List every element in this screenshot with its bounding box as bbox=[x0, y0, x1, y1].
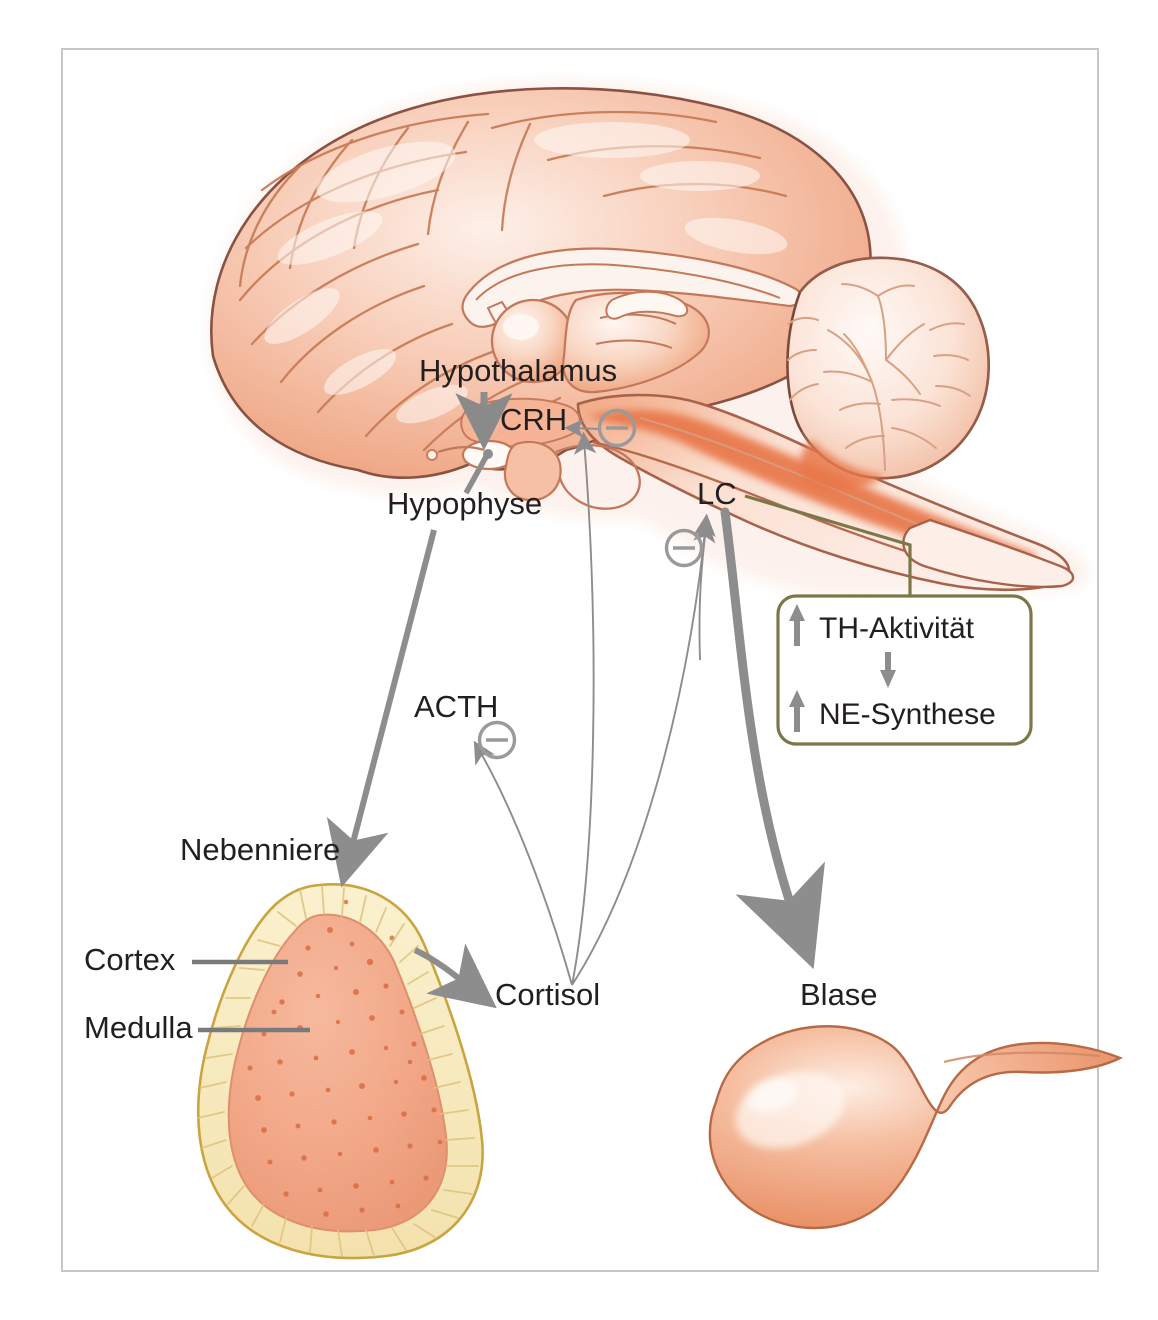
bladder-illustration bbox=[708, 1025, 1123, 1230]
up-arrow-icon-ne bbox=[789, 690, 805, 732]
arrow-acth bbox=[326, 529, 437, 888]
arrow-cortisol-secretion bbox=[413, 943, 497, 1009]
cerebrum-highlights bbox=[264, 122, 788, 424]
up-arrow-icon-th bbox=[789, 604, 805, 646]
label-hypothalamus: Hypothalamus bbox=[419, 353, 618, 388]
feedback-cortisol-crh bbox=[571, 431, 597, 986]
callout-box bbox=[776, 594, 1033, 746]
label-hypophyse: Hypophyse bbox=[387, 486, 543, 521]
label-cortex: Cortex bbox=[84, 942, 176, 977]
arbor-vitae bbox=[787, 283, 971, 471]
label-cortisol: Cortisol bbox=[495, 977, 601, 1012]
label-lc: LC bbox=[697, 476, 737, 511]
pointer-hypophyse bbox=[463, 453, 490, 495]
callout-ne-synthese: NE-Synthese bbox=[819, 698, 996, 731]
label-nebenniere: Nebenniere bbox=[180, 832, 341, 867]
brain-illustration bbox=[208, 80, 1089, 597]
minus-circle-icon-lc[interactable] bbox=[664, 528, 704, 568]
inhibitory-feedback-lines bbox=[473, 418, 716, 986]
feedback-crh-stub bbox=[564, 418, 602, 438]
adrenal-gland-illustration bbox=[196, 883, 484, 1260]
flow-arrows bbox=[326, 392, 826, 1009]
label-blase: Blase bbox=[800, 977, 878, 1012]
label-medulla: Medulla bbox=[84, 1010, 193, 1045]
inhibition-markers bbox=[477, 408, 704, 760]
adrenal-medulla bbox=[227, 913, 448, 1233]
adrenal-leader-lines bbox=[192, 959, 310, 1033]
arrow-lc-blase bbox=[720, 507, 826, 970]
callout-leader bbox=[744, 494, 912, 596]
cortex-striations bbox=[197, 885, 479, 1257]
feedback-cortisol-acth bbox=[473, 740, 573, 986]
feedback-cortisol-lc bbox=[571, 513, 716, 986]
minus-circle-icon-acth[interactable] bbox=[477, 720, 517, 760]
callout-th-aktivitaet: TH-Aktivität bbox=[819, 612, 975, 645]
down-arrow-icon-mid bbox=[880, 652, 896, 688]
feedback-lc-stub bbox=[693, 519, 716, 661]
label-acth: ACTH bbox=[414, 689, 499, 724]
medulla-speckles bbox=[247, 899, 443, 1217]
minus-circle-icon-crh[interactable] bbox=[597, 408, 637, 448]
callout-arrows bbox=[789, 604, 896, 732]
label-crh: CRH bbox=[500, 402, 568, 437]
